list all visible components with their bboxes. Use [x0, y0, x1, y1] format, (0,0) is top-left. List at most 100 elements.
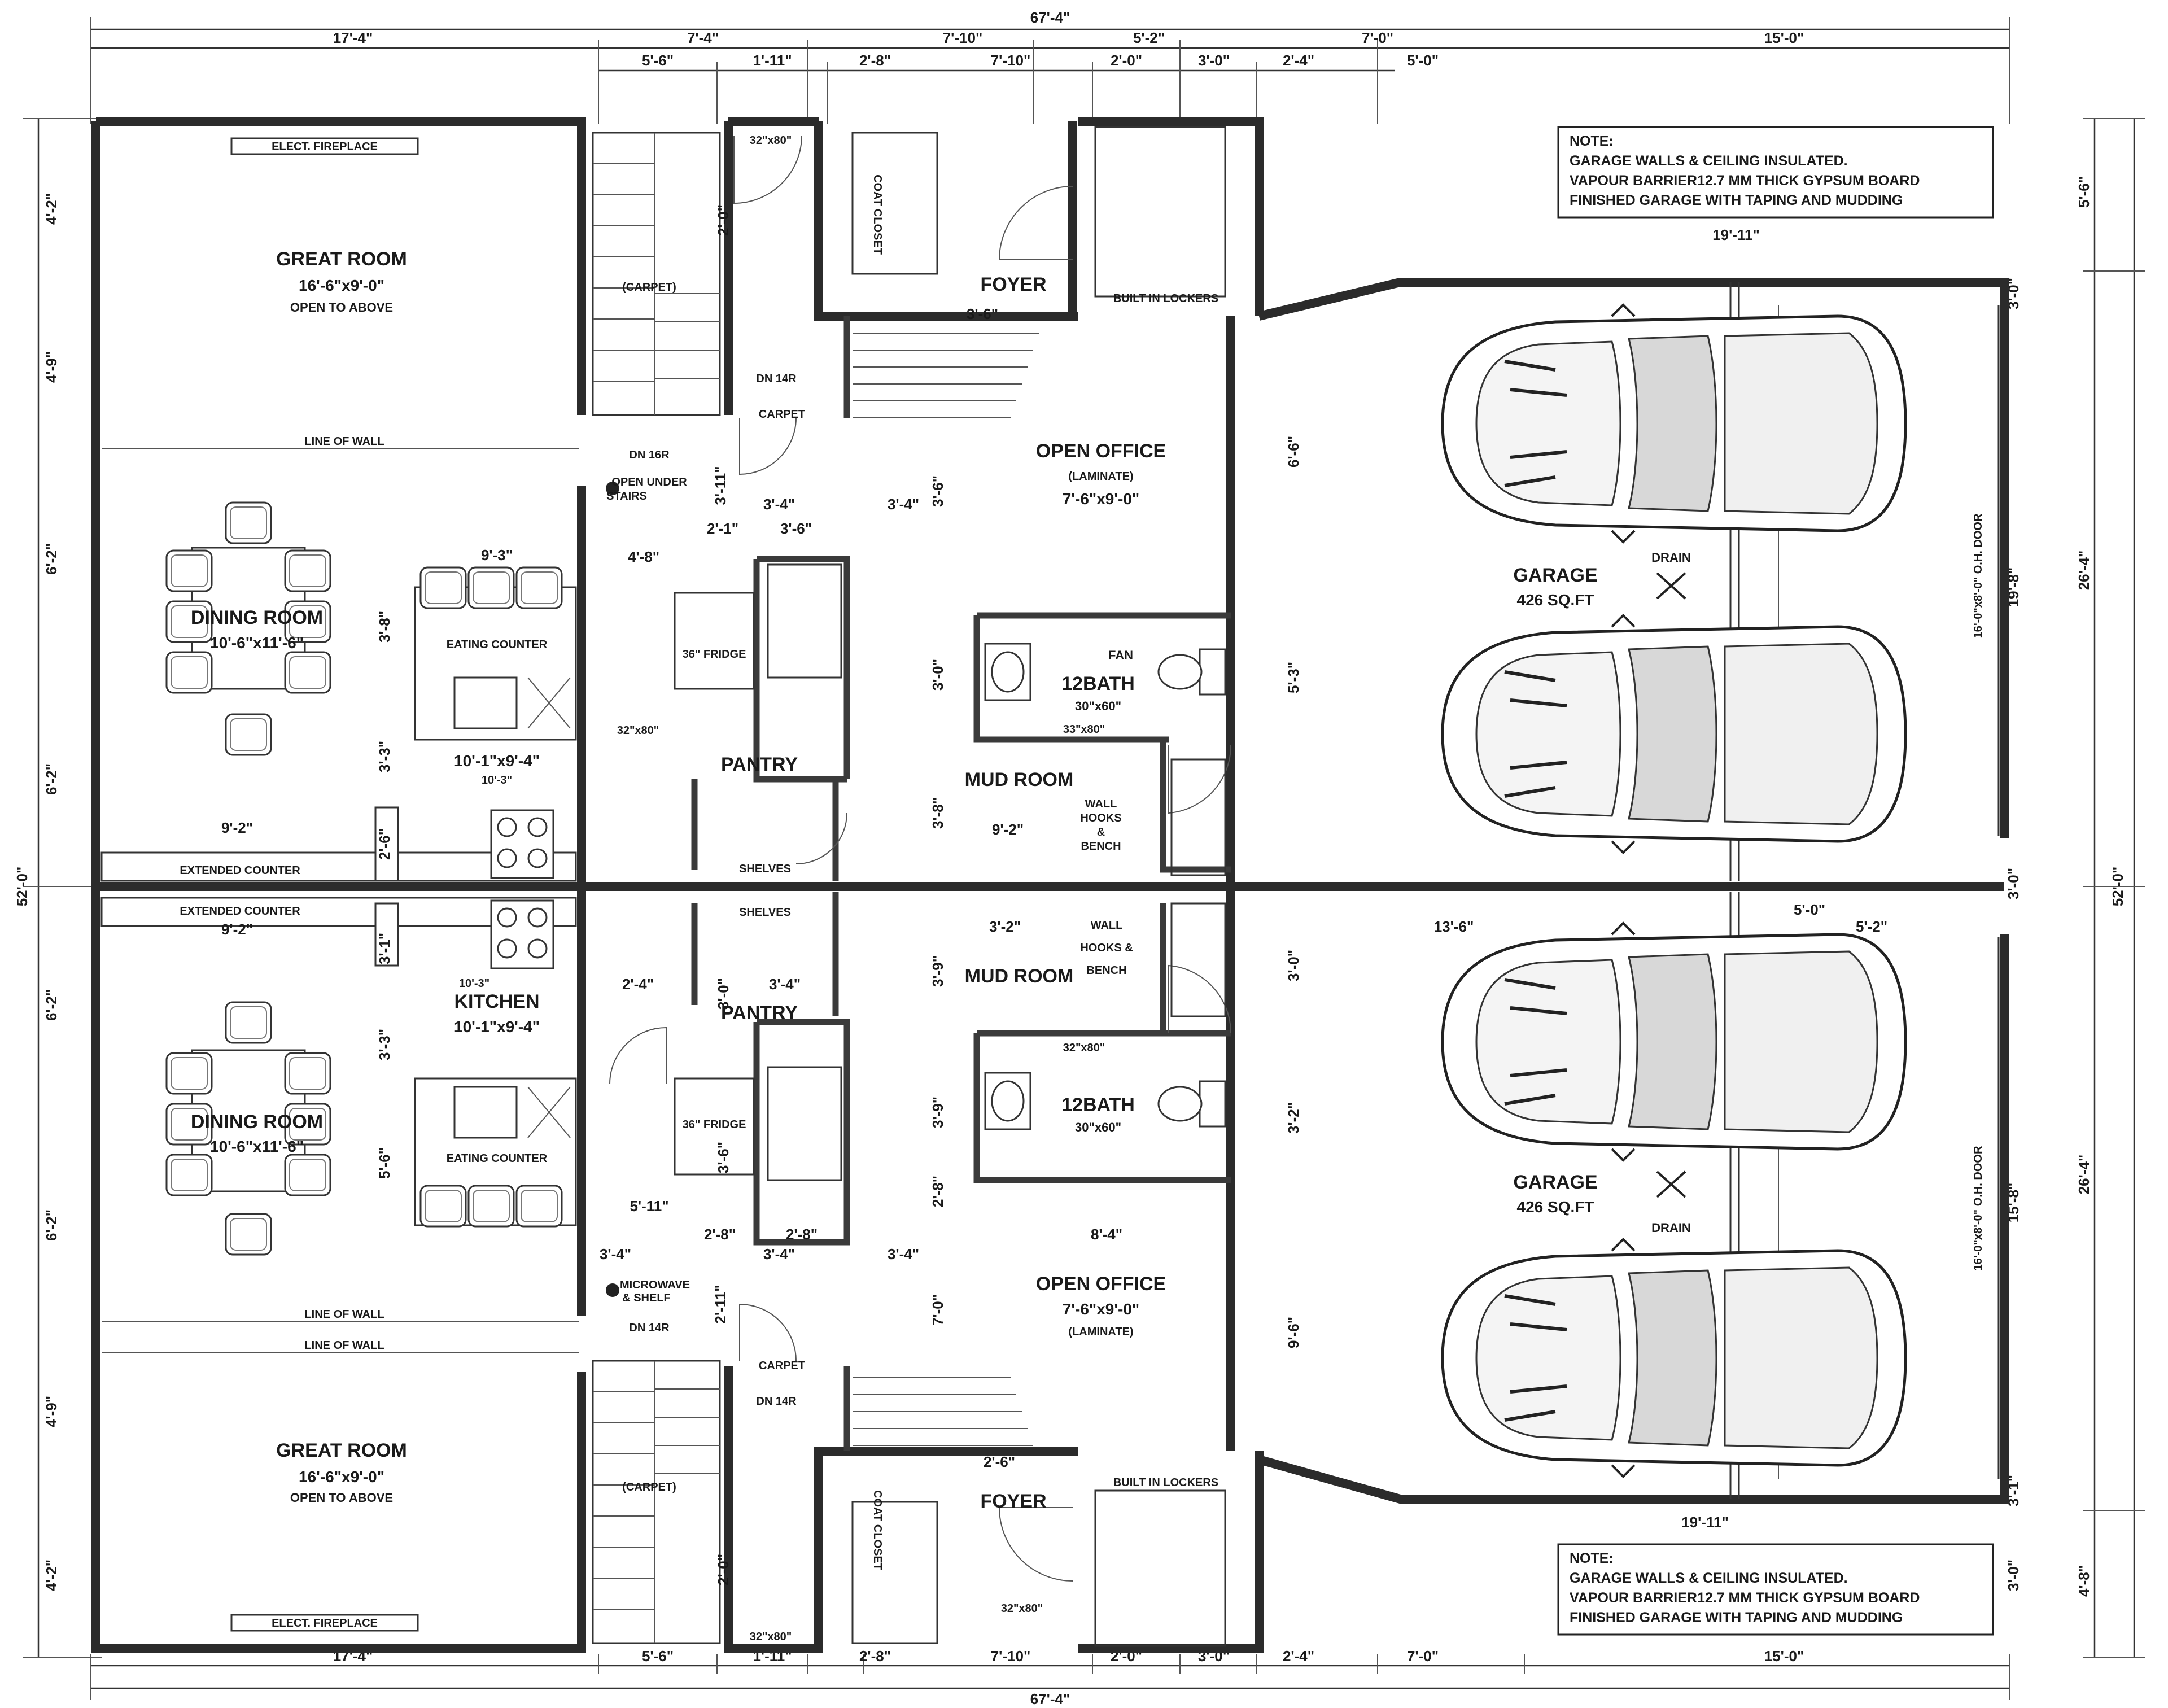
office-label: OPEN OFFICE	[1036, 440, 1166, 462]
bath-label: 12BATH	[1061, 1094, 1135, 1116]
dim: 2'-8"	[786, 1226, 818, 1243]
dim: 3'-11"	[712, 466, 729, 505]
garage-area: 426 SQ.FT	[1517, 1198, 1594, 1216]
dim-left: 4'-2"	[43, 1560, 60, 1591]
garage-door-label: 16'-0"x8'-0" O.H. DOOR	[1972, 513, 1985, 638]
overall-width-bottom: 67'-4"	[1030, 1690, 1070, 1707]
stairs-b	[592, 1360, 721, 1644]
pantry-closet	[767, 1066, 842, 1181]
dim: 5'-6"	[376, 1147, 393, 1179]
side-counter	[374, 806, 399, 882]
shelves-label: SHELVES	[739, 863, 791, 875]
dim-top2: 5'-0"	[1407, 52, 1439, 69]
coat-closet	[851, 132, 938, 275]
stairs-carpet-label: (CARPET)	[622, 1481, 676, 1493]
pantry-label: PANTRY	[721, 1002, 798, 1024]
mud-room-label: MUD ROOM	[965, 769, 1074, 790]
dn14-label: DN 14R	[756, 373, 797, 385]
bath-size: 30"x60"	[1075, 699, 1121, 713]
drain-icon	[1656, 572, 1686, 600]
mud-room-label: MUD ROOM	[965, 966, 1074, 987]
garage-label: GARAGE	[1513, 1172, 1597, 1193]
dim: 2'-0"	[715, 204, 732, 236]
dim: 3'-1"	[376, 933, 393, 964]
note-line: GARAGE WALLS & CEILING INSULATED.	[1570, 153, 1848, 169]
fridge	[674, 592, 755, 690]
dim: 3'-0"	[715, 978, 732, 1010]
dn16-label: DN 16R	[629, 449, 670, 461]
door-size-label: 32"x80"	[750, 134, 792, 147]
open-under-stairs-icon	[606, 482, 619, 495]
dim-right: 5'-6"	[2075, 176, 2092, 208]
dim: 2'-6"	[984, 1453, 1015, 1470]
stairs-carpet-label: (CARPET)	[622, 281, 676, 294]
door-swings-b	[609, 964, 1232, 1582]
great-room-note: OPEN TO ABOVE	[290, 300, 393, 314]
dim: 3'-4"	[600, 1246, 631, 1263]
garage-note-a: NOTE: GARAGE WALLS & CEILING INSULATED. …	[1557, 126, 1994, 219]
bench-steps	[1170, 902, 1226, 1017]
wall-hooks-label: WALL	[1085, 798, 1117, 810]
dim-top2: 2'-8"	[859, 52, 891, 69]
note-line: FINISHED GARAGE WITH TAPING AND MUDDING	[1570, 193, 1903, 208]
dim: 3'-0"	[929, 659, 946, 691]
dim: 3'-4"	[763, 496, 795, 513]
dim: 2'-0"	[715, 1554, 732, 1585]
dim: 9'-6"	[1285, 1317, 1302, 1348]
dim: 10'-3"	[482, 774, 512, 787]
foyer-steps	[853, 333, 1039, 418]
dining-room-label: DINING ROOM	[191, 1111, 323, 1133]
dining-table	[165, 1001, 331, 1256]
dim: 3'-4"	[763, 1246, 795, 1263]
dim: 7'-0"	[929, 1294, 946, 1326]
dim-left: 6'-2"	[43, 989, 60, 1021]
dim: 19'-11"	[1712, 226, 1760, 243]
built-in-lockers-label: BUILT IN LOCKERS	[1113, 1477, 1218, 1489]
unit-a: ELECT. FIREPLACE GREAT ROOM 16'-6"x9'-0"…	[100, 126, 1994, 882]
lockers	[1094, 1489, 1226, 1647]
microwave-label: MICROWAVE	[620, 1279, 690, 1291]
door-size-label: 32"x80"	[617, 724, 659, 737]
office-floor: (LAMINATE)	[1068, 470, 1133, 483]
dim-top: 7'-10"	[943, 29, 983, 46]
dim: 3'-3"	[376, 741, 393, 772]
office-label: OPEN OFFICE	[1036, 1273, 1166, 1295]
great-room-label: GREAT ROOM	[276, 248, 407, 270]
dim: 3'-2"	[1285, 1102, 1302, 1134]
dim: 13'-6"	[1434, 918, 1474, 935]
great-room-note: OPEN TO ABOVE	[290, 1491, 393, 1505]
great-room-label: GREAT ROOM	[276, 1440, 407, 1461]
dim: 5'-3"	[1285, 662, 1302, 693]
note-line: NOTE:	[1570, 1550, 1614, 1566]
fridge	[674, 1077, 755, 1176]
dim-top: 7'-0"	[1362, 29, 1393, 46]
eating-counter-label: EATING COUNTER	[447, 1152, 548, 1165]
dim-right: 4'-8"	[2075, 1565, 2092, 1597]
line-of-wall-label: LINE OF WALL	[304, 1339, 384, 1352]
open-under-stairs-label: STAIRS	[606, 490, 647, 503]
overall-depth-left: 52'-0"	[14, 867, 30, 907]
garage-door-label: 16'-0"x8'-0" O.H. DOOR	[1972, 1146, 1985, 1270]
wall-hooks-label: HOOKS	[1080, 812, 1121, 824]
wall-hooks-label: BENCH	[1081, 840, 1121, 853]
note-line: VAPOUR BARRIER12.7 MM THICK GYPSUM BOARD	[1570, 1590, 1920, 1606]
dim: 6'-6"	[1285, 436, 1302, 468]
foyer-label: FOYER	[980, 1491, 1046, 1512]
drain-label: DRAIN	[1651, 1221, 1691, 1235]
note-line: FINISHED GARAGE WITH TAPING AND MUDDING	[1570, 1610, 1903, 1626]
kitchen-size: 10'-1"x9'-4"	[454, 752, 540, 770]
dim-top2: 2'-0"	[1111, 52, 1142, 69]
door-size-label: 32"x80"	[1001, 1602, 1043, 1615]
dim: 2'-4"	[622, 976, 654, 993]
fireplace-label: ELECT. FIREPLACE	[272, 1617, 378, 1630]
carpet-label: CARPET	[759, 408, 805, 421]
foyer-label: FOYER	[980, 274, 1046, 295]
dim-left: 4'-2"	[43, 193, 60, 225]
dim-left: 6'-2"	[43, 1209, 60, 1241]
foyer-steps	[853, 1377, 1033, 1446]
note-line: NOTE:	[1570, 133, 1614, 149]
coat-closet-label: COAT CLOSET	[871, 174, 884, 255]
dim: 3'-4"	[769, 976, 801, 993]
pantry-closet	[767, 563, 842, 679]
bath-fixtures-b	[984, 1072, 1226, 1130]
